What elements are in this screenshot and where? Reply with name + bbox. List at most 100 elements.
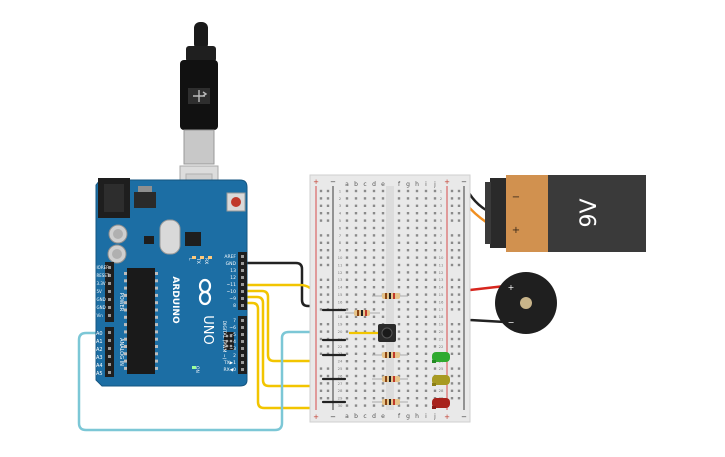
column-label: i [425, 413, 427, 420]
row-label: 4 [440, 211, 443, 216]
battery-9v[interactable]: − + 9V [485, 175, 646, 252]
push-button[interactable] [378, 324, 396, 342]
wire-pin9[interactable] [245, 295, 347, 388]
row-label: 11 [338, 262, 343, 267]
row-label: 21 [439, 336, 444, 341]
column-label: j [433, 413, 436, 420]
row-label: 15 [439, 292, 444, 297]
rail-plus-top-right: + [444, 178, 450, 186]
rail-plus-bottom-left: + [313, 413, 319, 421]
buzzer-minus-label: − [508, 318, 515, 327]
piezo-buzzer[interactable]: + − [495, 272, 557, 334]
resistor-led-yellow[interactable] [372, 376, 408, 382]
pin-label: ~10 [227, 289, 237, 295]
row-label: 11 [439, 262, 444, 267]
resistor-button[interactable] [345, 310, 380, 316]
column-label: d [372, 181, 376, 188]
digital-header-bottom[interactable] [238, 316, 247, 374]
row-label: 10 [338, 255, 343, 260]
pin-label: GND [226, 261, 237, 267]
icsp-header [224, 332, 234, 350]
on-led [192, 366, 196, 369]
column-label: e [381, 181, 385, 188]
rail-plus-bottom-right: + [444, 413, 450, 421]
column-label: e [381, 413, 385, 420]
column-label: f [398, 413, 401, 420]
usb-cable-tail [194, 22, 208, 50]
column-label: c [363, 413, 366, 420]
resistor-led-red[interactable] [372, 399, 408, 405]
row-label: 22 [439, 344, 444, 349]
row-label: 20 [439, 329, 444, 334]
pin-label: A3 [96, 355, 103, 361]
pin-label: RX◀0 [223, 367, 236, 373]
resistor-buzzer[interactable] [372, 293, 408, 299]
rx-led-label: RX [203, 258, 209, 264]
led-yellow[interactable] [432, 375, 450, 386]
row-label: 9 [440, 248, 443, 253]
tx-led-label: TX [195, 257, 201, 264]
reset-button-cap[interactable] [231, 197, 241, 207]
wire-pin8[interactable] [245, 301, 347, 410]
row-label: 14 [338, 285, 343, 290]
row-label: 19 [439, 322, 444, 327]
pin-label: GND [97, 305, 106, 310]
row-label: 23 [338, 351, 343, 356]
digital-header-label: DIGITAL (PWM ~) [221, 321, 227, 360]
usb-chip [185, 232, 201, 246]
row-label: 28 [338, 388, 343, 393]
pin-label: A1 [96, 339, 103, 345]
row-label: 20 [338, 329, 343, 334]
pin-label: 3.3V [97, 281, 106, 286]
row-label: 5 [339, 218, 342, 223]
l-led [192, 256, 196, 259]
arduino-model: UNO [200, 315, 215, 344]
tx-led [200, 256, 204, 259]
pin-label: Vin [97, 313, 104, 318]
battery-voltage-label: 9V [577, 198, 602, 227]
wire-analog-a0[interactable] [77, 330, 347, 432]
column-label: g [406, 413, 410, 420]
resistor-led-green[interactable] [372, 352, 408, 358]
chip-pins [124, 272, 158, 370]
usb-strain-relief [186, 46, 216, 62]
row-label: 22 [338, 344, 343, 349]
row-label: 3 [440, 203, 443, 208]
pin-label: 2 [233, 353, 236, 359]
arduino-brand: ARDUINO [170, 276, 180, 324]
row-label: 27 [338, 381, 343, 386]
rail-minus-top-right: − [461, 178, 467, 186]
row-label: 26 [338, 373, 343, 378]
battery-minus-label: − [512, 192, 520, 203]
wire-pin10[interactable] [245, 289, 347, 363]
pin-label: ~6 [229, 325, 236, 331]
row-label: 29 [338, 396, 343, 401]
power-header-label: POWER [118, 293, 124, 312]
row-label: 25 [338, 366, 343, 371]
led-green[interactable] [432, 352, 450, 363]
rail-minus-bottom-right: − [461, 413, 467, 421]
row-label: 16 [439, 299, 444, 304]
analog-header[interactable] [105, 327, 114, 377]
digital-header-top[interactable] [238, 252, 247, 310]
row-label: 18 [439, 314, 444, 319]
column-label: j [433, 181, 436, 188]
pin-label: IOREF [97, 265, 110, 270]
usb-metal-shell [183, 129, 215, 165]
row-label: 2 [440, 196, 443, 201]
row-label: 13 [338, 277, 343, 282]
column-label: d [372, 413, 376, 420]
rail-minus-bottom-left: − [330, 413, 336, 421]
battery-terminal-block [490, 178, 510, 248]
l-led-label: L [187, 258, 193, 261]
crystal-oscillator [159, 219, 181, 255]
column-label: a [345, 181, 349, 188]
column-label: f [398, 181, 401, 188]
led-red[interactable] [432, 398, 450, 409]
atmega-chip [127, 268, 155, 374]
pin-label: AREF [224, 254, 236, 260]
pin-label: 13 [230, 268, 236, 274]
